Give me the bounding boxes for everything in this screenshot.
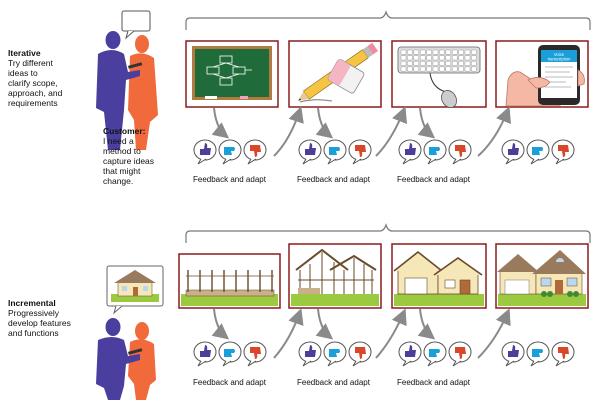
- customer-line-4: that might: [103, 166, 141, 176]
- customer-line-3: capture ideas: [103, 156, 155, 166]
- thumbs-up-icon: [501, 341, 525, 367]
- thumbs-down-icon: [551, 341, 575, 367]
- thumbs-sideways-icon: [423, 341, 447, 367]
- thumbs-up-icon: [298, 139, 322, 165]
- flow-arrow: [477, 106, 511, 157]
- iterative-line-1: Try different: [8, 58, 53, 68]
- flow-arrow: [315, 308, 334, 340]
- thumbs-up-icon: [501, 139, 525, 165]
- panel-pencil: [288, 40, 382, 108]
- incremental-line-1: Progressively: [8, 308, 60, 318]
- customer-line-2: method to: [103, 146, 141, 156]
- customer-figures-bottom: [96, 318, 156, 400]
- thumbs-down-icon: [348, 139, 372, 165]
- thumbs-up-icon: [398, 341, 422, 367]
- house-thought-icon: [106, 265, 164, 315]
- flow-arrow: [417, 107, 436, 139]
- thumbs-down-icon: [348, 341, 372, 367]
- customer-figures-top: [96, 31, 158, 150]
- iterative-line-4: approach, and: [8, 88, 63, 98]
- feedback-label-top-2: Feedback and adapt: [297, 175, 370, 184]
- panel-complete-house: [495, 243, 589, 309]
- thumbs-sideways-icon: [218, 341, 242, 367]
- thumbs-up-icon: [398, 139, 422, 165]
- panel-chalkboard: [185, 40, 279, 108]
- chalkboard-icon: [192, 46, 272, 100]
- thumbs-sideways-icon: [526, 341, 550, 367]
- thumbs-down-icon: [243, 341, 267, 367]
- feedback-label-top-3: Feedback and adapt: [397, 175, 470, 184]
- feedback-label-bottom-1: Feedback and adapt: [193, 378, 266, 387]
- flow-arrow: [375, 106, 407, 157]
- flow-arrow: [273, 106, 304, 157]
- thumbs-sideways-icon: [323, 139, 347, 165]
- thumbs-sideways-icon: [423, 139, 447, 165]
- customer-line-1: I need a: [103, 136, 134, 146]
- flow-arrow: [211, 107, 230, 139]
- iterative-line-3: clarify scope,: [8, 78, 58, 88]
- top-brace: [185, 10, 591, 30]
- incremental-line-2: develop features: [8, 318, 71, 328]
- feedback-clusters: [193, 139, 575, 367]
- thumbs-up-icon: [298, 341, 322, 367]
- speech-bubble-icon: [121, 10, 151, 40]
- flow-arrow: [315, 107, 334, 139]
- panel-foundation: [178, 253, 281, 309]
- incremental-title: Incremental: [8, 298, 56, 308]
- customer-line-5: change.: [103, 176, 134, 186]
- iterative-line-5: requirements: [8, 98, 58, 108]
- thumbs-sideways-icon: [218, 139, 242, 165]
- customer-title: Customer:: [103, 126, 146, 136]
- panel-phone: Voice transcription: [495, 40, 589, 108]
- thumbs-down-icon: [551, 139, 575, 165]
- flow-arrow: [375, 308, 407, 359]
- thumbs-down-icon: [243, 139, 267, 165]
- panel-frame: [288, 243, 382, 309]
- feedback-label-top-1: Feedback and adapt: [193, 175, 266, 184]
- feedback-label-bottom-3: Feedback and adapt: [397, 378, 470, 387]
- pencil-eraser-icon: [298, 42, 379, 103]
- phone-screen-line2: transcription: [548, 57, 571, 62]
- flow-arrows: [211, 106, 511, 359]
- feedback-label-bottom-2: Feedback and adapt: [297, 378, 370, 387]
- thumbs-down-icon: [448, 341, 472, 367]
- keyboard-mouse-icon: [397, 46, 481, 108]
- bottom-brace: [185, 223, 591, 243]
- flow-arrow: [477, 308, 511, 359]
- flow-arrow: [417, 308, 436, 340]
- flow-arrow: [211, 308, 230, 340]
- panel-keyboard: [391, 40, 487, 108]
- thumbs-up-icon: [193, 341, 217, 367]
- thumbs-down-icon: [448, 139, 472, 165]
- thumbs-sideways-icon: [526, 139, 550, 165]
- phone-screen-line1: Voice: [554, 52, 565, 57]
- flow-arrow: [273, 308, 304, 359]
- iterative-line-2: ideas to: [8, 68, 38, 78]
- iterative-title: Iterative: [8, 48, 41, 58]
- thumbs-up-icon: [193, 139, 217, 165]
- thumbs-sideways-icon: [323, 341, 347, 367]
- panel-walls: [391, 243, 487, 309]
- phone-in-hand-icon: Voice transcription: [505, 45, 585, 107]
- incremental-line-3: and functions: [8, 328, 59, 338]
